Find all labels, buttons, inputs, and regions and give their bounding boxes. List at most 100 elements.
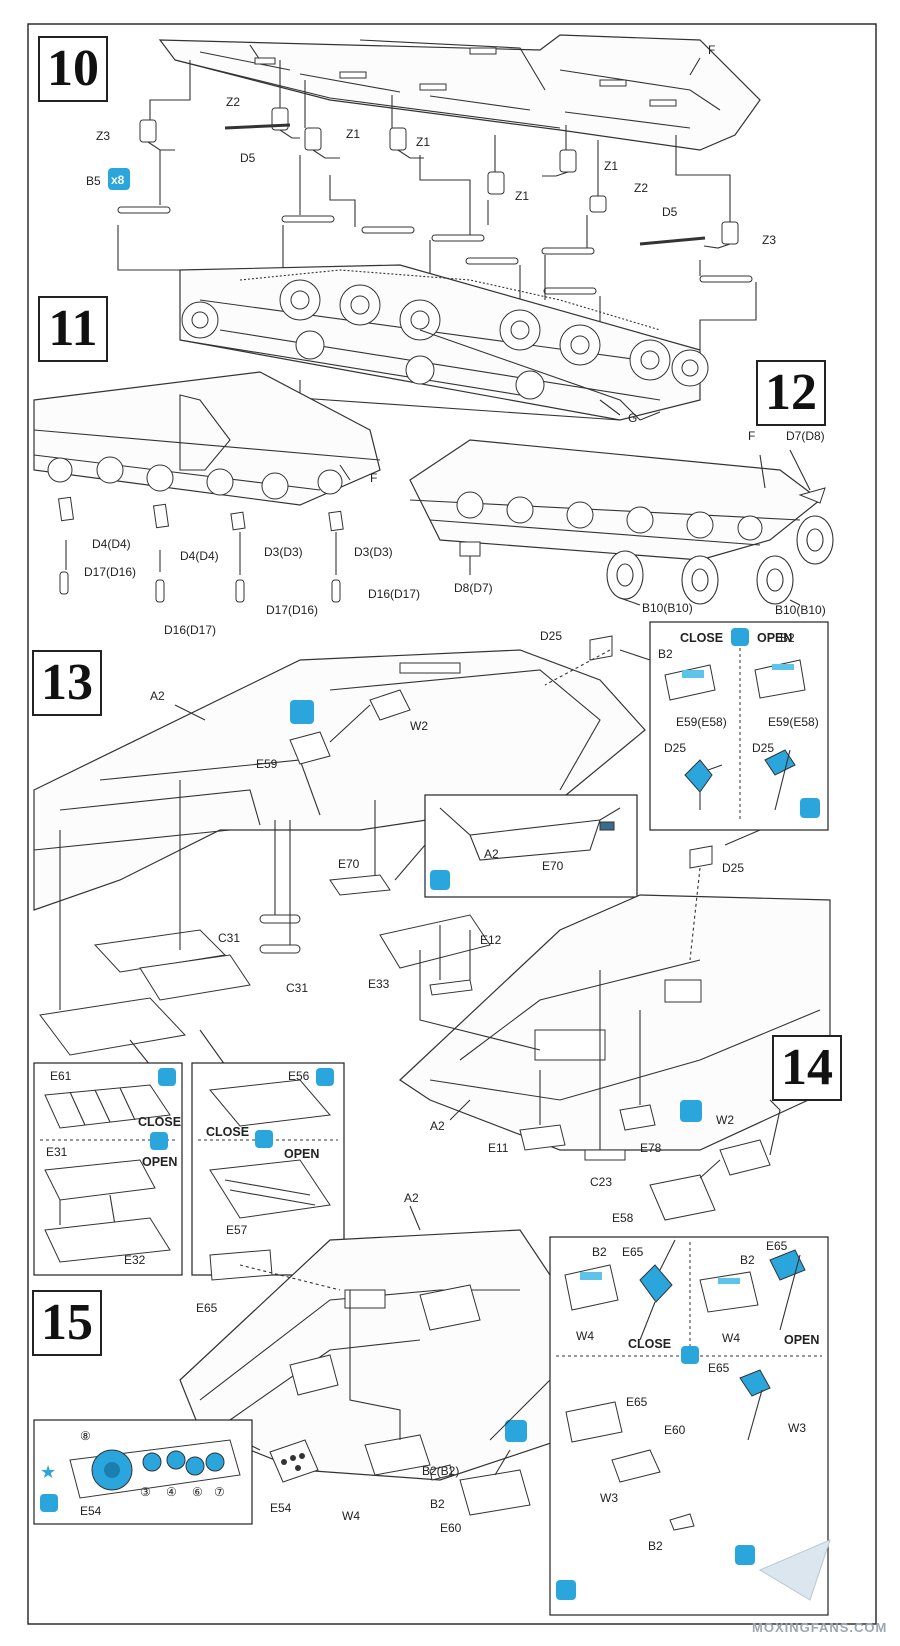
- label-e65-close-15: E65: [622, 1245, 644, 1259]
- label-e65-lower-a: E65: [708, 1361, 730, 1375]
- step14-hull: E12 E33 A2 E11 E78 C23 W2 E58 D25: [368, 845, 831, 1225]
- step-number-13: 13: [32, 650, 102, 716]
- toggle-icon-15: [681, 1346, 699, 1364]
- label-d25-close: D25: [664, 741, 686, 755]
- step13-detail-e70: A2 E70: [394, 794, 638, 898]
- label-e59-open: E59(E58): [768, 715, 819, 729]
- callout-4: ④: [166, 1485, 177, 1499]
- label-d25-open: D25: [752, 741, 774, 755]
- label-z1-a: Z1: [346, 127, 360, 141]
- label-close-left: CLOSE: [138, 1115, 181, 1129]
- label-w3-b: W3: [600, 1491, 618, 1505]
- label-b2-15: B2: [430, 1497, 445, 1511]
- toggle-icon-13: [731, 628, 749, 646]
- step13-close-open-box: CLOSE OPEN B2 B2 E59(E58) E59(E58) D25 D…: [619, 621, 829, 846]
- star-icon: ★: [40, 1462, 56, 1482]
- step15-close-open-box: B2 E65 B2 E65 W4 W4 CLOSE OPEN E65 W3 E6…: [489, 1236, 829, 1616]
- label-e54-15: E54: [270, 1501, 292, 1515]
- label-e65-lower-b: E65: [626, 1395, 648, 1409]
- step-number-11: 11: [38, 296, 108, 362]
- glue-icon-e54: [40, 1494, 58, 1512]
- step13-hull: A2 D25 W2 E59 E70 C31 C31: [33, 629, 646, 1066]
- qty-x8-text: x8: [111, 173, 125, 187]
- label-w4-15: W4: [342, 1509, 360, 1523]
- toggle-icon-left: [150, 1132, 168, 1150]
- label-c31-b: C31: [286, 981, 308, 995]
- label-d16-a: D16(D17): [368, 587, 420, 601]
- toggle-icon-right: [255, 1130, 273, 1148]
- glue-icon-15b: [735, 1545, 755, 1565]
- label-d16-b: D16(D17): [164, 623, 216, 637]
- label-z1-d: Z1: [604, 159, 618, 173]
- hazard-icon-15: [505, 1420, 527, 1442]
- label-d8: D8(D7): [454, 581, 493, 595]
- label-f-11: F: [370, 471, 377, 485]
- glue-icon-e56: [316, 1068, 334, 1086]
- label-e32: E32: [124, 1253, 146, 1267]
- step-number-15: 15: [32, 1290, 102, 1356]
- label-d4-b: D4(D4): [180, 549, 219, 563]
- label-e65-15: E65: [196, 1301, 218, 1315]
- label-e60-15: E60: [440, 1521, 462, 1535]
- glue-icon-13b: [800, 798, 820, 818]
- label-z1-b: Z1: [416, 135, 430, 149]
- step10-hull: [158, 34, 761, 151]
- label-b2-close-15: B2: [592, 1245, 607, 1259]
- label-a2-14: A2: [430, 1119, 445, 1133]
- label-z3: Z3: [96, 129, 110, 143]
- step10-bumpstops: [139, 107, 739, 249]
- label-e33: E33: [368, 977, 390, 991]
- step10-labels: F Z2 Z3 D5 Z1 Z1 Z1 Z1 Z2 D5 Z3 B5 x8 G: [86, 43, 776, 425]
- label-open-right: OPEN: [284, 1147, 319, 1161]
- label-d7: D7(D8): [786, 429, 825, 443]
- page-border: [27, 23, 877, 1625]
- e54-instrument-panel-detail: ⑧ ③ ④ ⑥ ⑦ E54 ★: [33, 1419, 253, 1525]
- label-e60-15b: E60: [664, 1423, 686, 1437]
- label-b2-open-13: B2: [780, 631, 795, 645]
- label-z3-b: Z3: [762, 233, 776, 247]
- qty-x8-icon: [108, 168, 130, 190]
- label-e57: E57: [226, 1223, 248, 1237]
- callout-7: ⑦: [214, 1485, 225, 1499]
- label-z1-c: Z1: [515, 189, 529, 203]
- label-d17-a: D17(D16): [84, 565, 136, 579]
- watermark-text: MOXINGFANS.COM: [752, 1620, 887, 1635]
- step13-floor-detail-left: E61 CLOSE OPEN E31 E32: [33, 1062, 183, 1276]
- label-b10-a: B10(B10): [642, 601, 693, 615]
- callout-3: ③: [140, 1485, 151, 1499]
- label-e70: E70: [338, 857, 360, 871]
- label-d3-a: D3(D3): [264, 545, 303, 559]
- label-f-12: F: [748, 429, 755, 443]
- watermark-logo-icon: [758, 1539, 831, 1601]
- label-d4-a: D4(D4): [92, 537, 131, 551]
- label-a2-13: A2: [150, 689, 165, 703]
- label-b10-b: B10(B10): [775, 603, 826, 617]
- callout-6: ⑥: [192, 1485, 203, 1499]
- label-e31: E31: [46, 1145, 68, 1159]
- label-z2: Z2: [226, 95, 240, 109]
- label-close-13: CLOSE: [680, 631, 723, 645]
- suspension-assembly: [179, 264, 709, 421]
- label-w2-13: W2: [410, 719, 428, 733]
- label-e78: E78: [640, 1141, 662, 1155]
- label-e59: E59: [256, 757, 278, 771]
- label-w2-14: W2: [716, 1113, 734, 1127]
- step-number-12: 12: [756, 360, 826, 426]
- label-a2-15: A2: [404, 1191, 419, 1205]
- label-z2-b: Z2: [634, 181, 648, 195]
- step-number-14: 14: [772, 1035, 842, 1101]
- label-e61: E61: [50, 1069, 72, 1083]
- step12-hull: F D7(D8) D8(D7) B10(B10) B10(B10): [409, 429, 834, 617]
- label-a2-detail: A2: [484, 847, 499, 861]
- glue-icon-13: [430, 870, 450, 890]
- label-open-left: OPEN: [142, 1155, 177, 1169]
- label-d5: D5: [240, 151, 256, 165]
- label-e56: E56: [288, 1069, 310, 1083]
- label-d17-b: D17(D16): [266, 603, 318, 617]
- label-e58: E58: [612, 1211, 634, 1225]
- label-e11: E11: [488, 1141, 509, 1155]
- label-e12: E12: [480, 933, 502, 947]
- label-d25-13: D25: [540, 629, 562, 643]
- label-close-15: CLOSE: [628, 1337, 671, 1351]
- step-number-10: 10: [38, 36, 108, 102]
